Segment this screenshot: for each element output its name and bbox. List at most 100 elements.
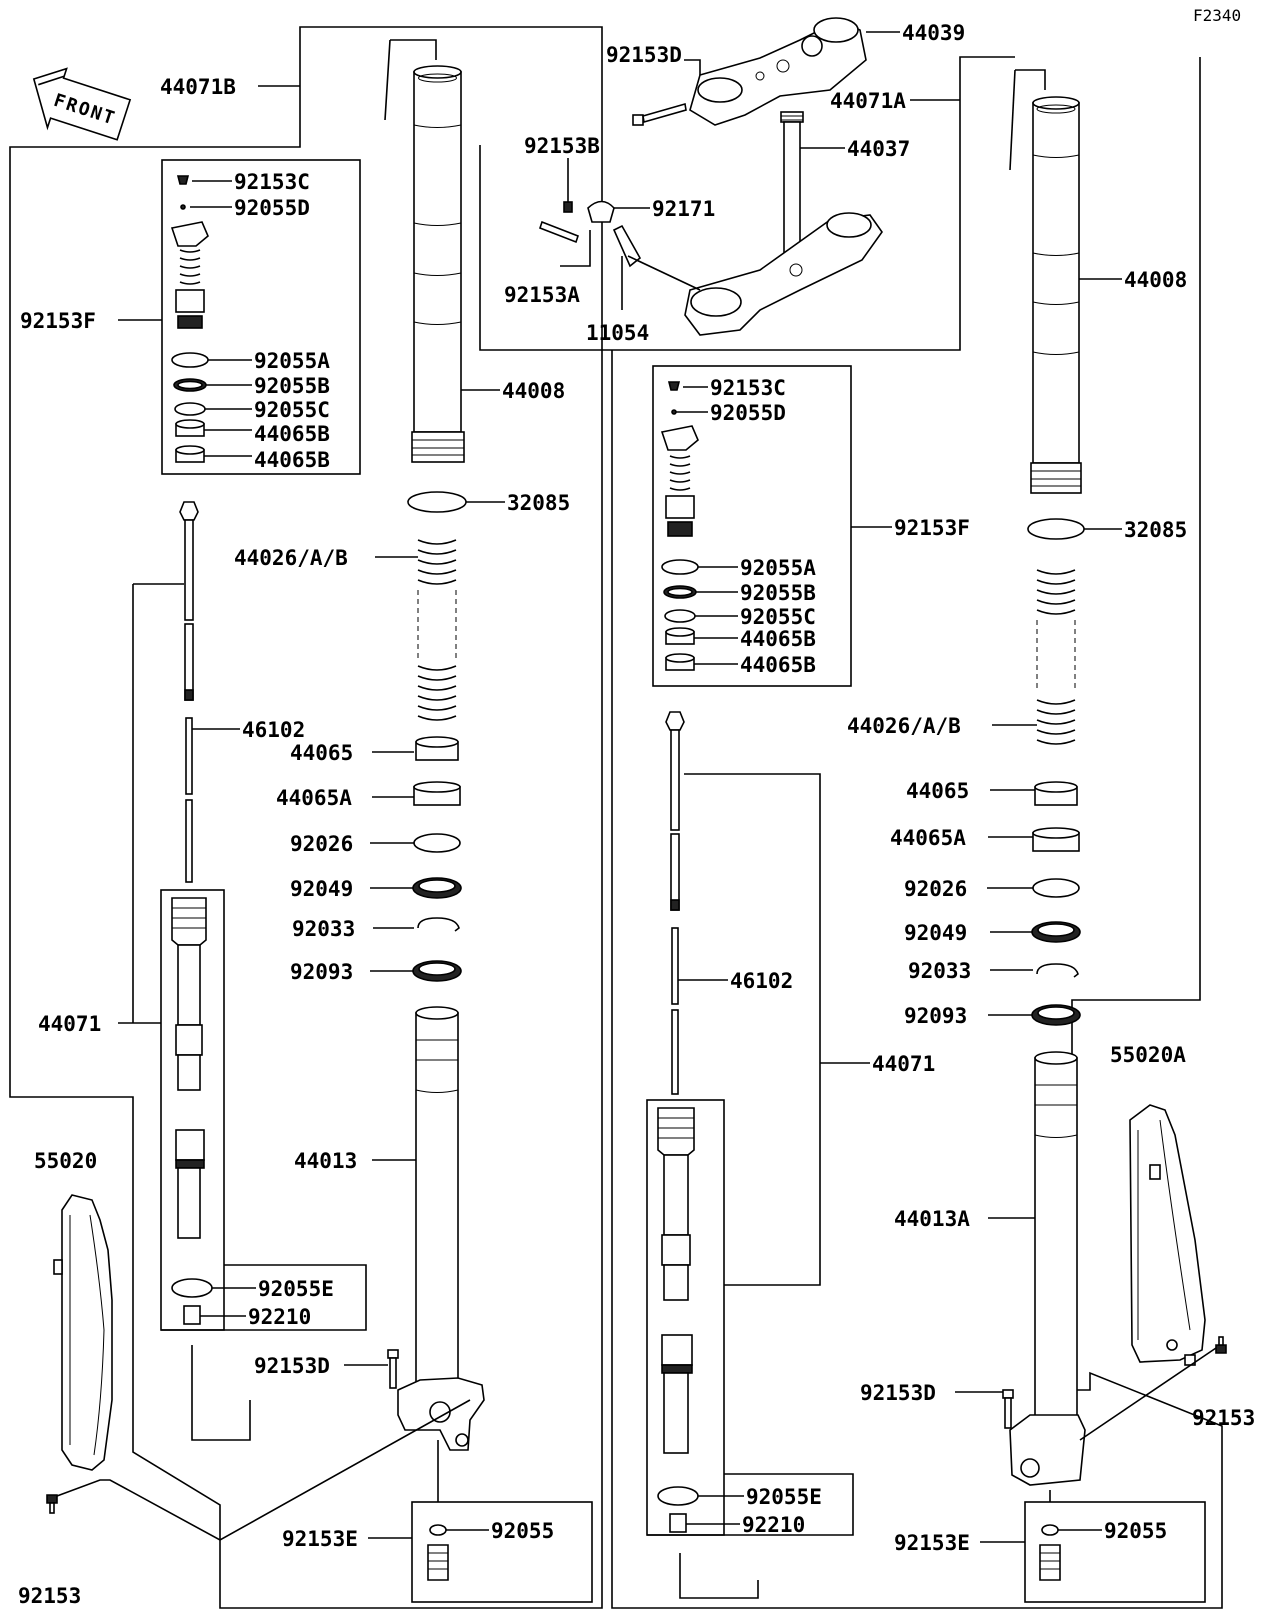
label-92210-left: 92210	[248, 1305, 311, 1329]
upper-clamp-44039	[689, 17, 867, 126]
spring-44026-right	[1036, 569, 1076, 745]
label-55020A: 55020A	[1110, 1043, 1186, 1067]
bushing-44065A-left	[413, 781, 461, 806]
label-92055-left: 92055	[491, 1519, 554, 1543]
label-44039: 44039	[902, 21, 965, 45]
label-44065B-right-2: 44065B	[740, 653, 816, 677]
label-44008-right: 44008	[1124, 268, 1187, 292]
washer-92026-right	[1032, 878, 1080, 898]
bottom-bolt-box-right	[1024, 1501, 1206, 1603]
o-ring-32085-right	[1027, 518, 1085, 540]
label-92210-right: 92210	[742, 1513, 805, 1537]
bracket-11054	[612, 224, 642, 268]
adjuster-92153F-right	[660, 425, 699, 537]
bolt-92153D-left	[387, 1349, 399, 1389]
label-44065A-right: 44065A	[890, 826, 966, 850]
label-44065-left: 44065	[290, 741, 353, 765]
label-44071-left: 44071	[38, 1012, 101, 1036]
collar-92210-left	[183, 1305, 201, 1325]
label-11054: 11054	[586, 321, 649, 345]
label-46102-right: 46102	[730, 969, 793, 993]
label-44065B-right-1: 44065B	[740, 627, 816, 651]
inner-tube-44013A	[1034, 1051, 1078, 1419]
label-44026-left: 44026/A/B	[234, 546, 348, 570]
bushing-44065-left	[415, 736, 459, 761]
label-32085-left: 32085	[507, 491, 570, 515]
o-ring-32085-left	[407, 491, 467, 513]
label-44013A: 44013A	[894, 1207, 970, 1231]
fork-guard-55020	[53, 1194, 113, 1471]
label-44071B: 44071B	[160, 75, 236, 99]
collar-92210-right	[669, 1513, 687, 1533]
label-92033-right: 92033	[908, 959, 971, 983]
label-44071A: 44071A	[830, 89, 906, 113]
axle-bracket-left	[397, 1377, 485, 1451]
outer-tube-44008-right	[1030, 96, 1082, 494]
label-46102-left: 46102	[242, 718, 305, 742]
label-92153F-right: 92153F	[894, 516, 970, 540]
label-92093-left: 92093	[290, 960, 353, 984]
adjuster-92153F-left	[170, 221, 209, 329]
label-92055A-right: 92055A	[740, 556, 816, 580]
bolt-92153E-left	[427, 1544, 449, 1581]
label-44065B-left-1: 44065B	[254, 422, 330, 446]
leader-lines	[118, 31, 1122, 1543]
label-44071-right: 44071	[872, 1052, 935, 1076]
label-44013: 44013	[294, 1149, 357, 1173]
label-44026-right: 44026/A/B	[847, 714, 961, 738]
bolt-92153B	[563, 201, 573, 213]
label-92049-right: 92049	[904, 921, 967, 945]
label-92055-right: 92055	[1104, 1519, 1167, 1543]
cartridge-44071-left	[171, 897, 207, 1239]
inner-tube-44013	[415, 1006, 459, 1394]
label-92055B-left: 92055B	[254, 374, 330, 398]
front-arrow-icon: FRONT	[32, 67, 132, 141]
axle-bracket-right	[1009, 1414, 1086, 1486]
triple-clamp-assembly	[479, 17, 1015, 351]
bolt-92153-right	[1215, 1336, 1227, 1354]
label-44008-left: 44008	[502, 379, 565, 403]
bushing-44065-right	[1034, 781, 1078, 806]
bushing-44065A-right	[1032, 827, 1080, 852]
label-92153B: 92153B	[524, 134, 600, 158]
label-44037: 44037	[847, 137, 910, 161]
label-92055E-right: 92055E	[746, 1485, 822, 1509]
label-92049-left: 92049	[290, 877, 353, 901]
cartridge-44071-right	[657, 1107, 695, 1454]
cable-clamp-92171	[587, 200, 615, 223]
label-92153F-left: 92153F	[20, 309, 96, 333]
label-44065A-left: 44065A	[276, 786, 352, 810]
label-92026-left: 92026	[290, 832, 353, 856]
label-92026-right: 92026	[904, 877, 967, 901]
label-92093-right: 92093	[904, 1004, 967, 1028]
bolt-92153D-top	[632, 102, 687, 126]
left-fork-assembly	[9, 26, 603, 1609]
lower-clamp	[684, 212, 883, 336]
bolt-92153-left	[46, 1494, 58, 1514]
clip-92033-left	[417, 917, 460, 932]
clip-92033-right	[1036, 963, 1079, 978]
label-55020: 55020	[34, 1149, 97, 1173]
rod-46102-left	[179, 501, 199, 883]
bolt-92153A	[539, 220, 579, 244]
label-92055A-left: 92055A	[254, 349, 330, 373]
adjuster-box-right	[652, 365, 852, 687]
label-92171: 92171	[652, 197, 715, 221]
bolt-92153E-right	[1039, 1544, 1061, 1581]
label-92153D-right: 92153D	[860, 1381, 936, 1405]
bolt-92153D-right	[1002, 1389, 1014, 1429]
outer-tube-44008-left	[411, 65, 465, 463]
washer-92026-left	[413, 833, 461, 853]
label-92055D-right: 92055D	[710, 401, 786, 425]
o-ring-92055E-left	[171, 1278, 213, 1298]
label-92055C-left: 92055C	[254, 398, 330, 422]
spring-44026-left	[417, 539, 457, 721]
label-44065B-left-2: 44065B	[254, 448, 330, 472]
label-92153D-top: 92153D	[606, 43, 682, 67]
adjuster-box-left	[161, 159, 361, 475]
fork-guard-55020A	[1129, 1104, 1206, 1366]
label-92153-left: 92153	[18, 1584, 81, 1608]
label-92055C-right: 92055C	[740, 605, 816, 629]
label-92055E-left: 92055E	[258, 1277, 334, 1301]
